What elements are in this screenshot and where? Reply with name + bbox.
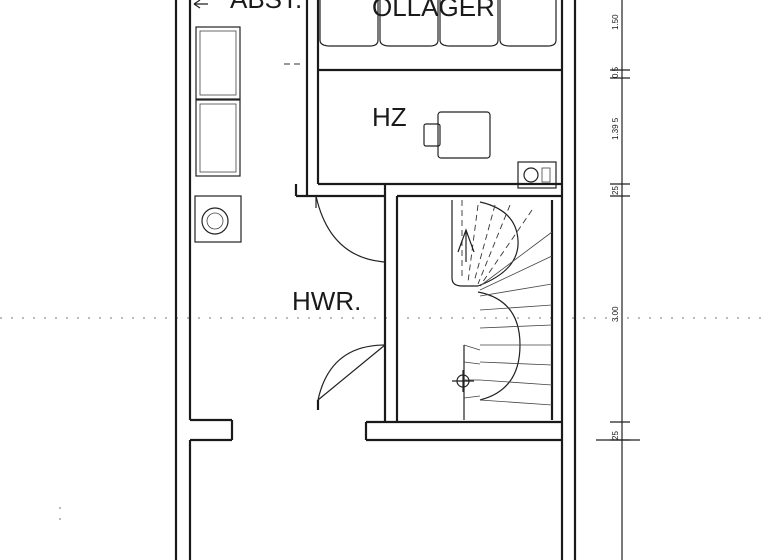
arrow-icon <box>193 0 208 9</box>
dimension-1-50: 1.50 <box>611 14 620 30</box>
staircase <box>451 200 553 420</box>
room-label-utility: HWR. <box>292 286 361 316</box>
dimension-1-39: 1.39 5 <box>611 117 620 140</box>
stair-core <box>364 184 562 442</box>
outer-walls <box>174 0 577 560</box>
heating-room <box>294 111 562 198</box>
background-guides <box>0 317 768 520</box>
dimension-0-5: 0.5 <box>611 66 620 78</box>
dimension-3-00: 3.00 <box>611 306 620 322</box>
door-swings <box>315 195 386 401</box>
left-cabinets <box>194 26 242 243</box>
dimension-chain <box>596 0 640 560</box>
room-label-heating: HZ <box>372 102 407 132</box>
dimension-25-b: 25 <box>611 431 620 440</box>
oil-storage-room <box>284 0 562 196</box>
room-label-abst: ABST. <box>230 0 302 14</box>
room-label-oil-storage: ÖLLAGER <box>372 0 495 22</box>
dimension-25-a: 25 <box>611 186 620 195</box>
